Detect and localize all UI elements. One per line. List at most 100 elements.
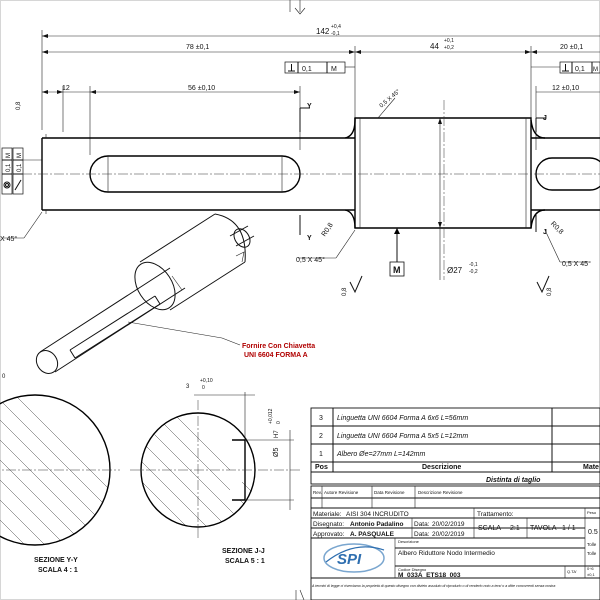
- gdt-left-value: 0,1: [302, 66, 312, 73]
- overall-length-dimension: 142 +0,4 -0,1: [41, 24, 600, 130]
- jj-dia-tol-hi: +0,012: [268, 408, 274, 424]
- left-start-text: 12: [62, 85, 70, 92]
- chamfer-left-text: X 45°: [0, 235, 17, 243]
- gdt-side-value-1: 0,1: [6, 163, 12, 172]
- title-block: Rev. Autore Revisione Data Revisione Des…: [310, 485, 600, 600]
- company-logo-text: SPI: [337, 551, 362, 568]
- gdt-side-frames: 0,1 M 0,1 M: [1, 147, 42, 195]
- tb-sheet: 1 / 1: [562, 525, 576, 532]
- mid-length-text: 44: [430, 42, 439, 51]
- note-line-2: UNI 6604 FORMA A: [244, 352, 308, 359]
- section-mark-j-top: J: [543, 115, 547, 122]
- key-left-text: 56 ±0,10: [188, 85, 215, 92]
- gdt-side-value-2: 0,1: [17, 163, 23, 172]
- left-length-text: 78 ±0,1: [186, 44, 209, 51]
- section-jj-view: 3 +0,10 0 Ø5 H7 +0,012 0 SEZIONE J-J SCA…: [130, 378, 300, 565]
- gdt-side-ref-1: M: [6, 153, 12, 158]
- tb-drawn-date: 20/02/2019: [432, 521, 465, 528]
- bom-title: Distinta di taglio: [486, 477, 541, 484]
- section-jj-title: SEZIONE J-J: [222, 548, 265, 555]
- overall-tol-hi: +0,4: [331, 24, 341, 30]
- datum-m: M: [389, 228, 405, 277]
- radius-right-text: R0,8: [549, 220, 564, 235]
- tb-description: Albero Riduttore Nodo Intermedio: [398, 550, 495, 557]
- section-mark-y-top: Y: [307, 103, 312, 110]
- bom-col-pos: Pos: [315, 464, 328, 471]
- bom-row-1-pos: 3: [319, 415, 323, 422]
- bom-row-3-desc: Albero Øe=27mm L=142mm: [336, 451, 425, 458]
- center-mark-top: [289, 0, 306, 15]
- diameter-dimension: Ø27 -0,1 -0,2: [438, 118, 478, 280]
- company-logo: SPI: [323, 543, 385, 573]
- tb-weight: 0.5: [588, 529, 598, 536]
- tb-scale: 2:1: [510, 525, 520, 532]
- bom-row-1-desc: Linguetta UNI 6604 Forma A 6x6 L=56mm: [337, 415, 468, 422]
- chamfer-right-text: 0,5 X 45°: [562, 260, 591, 268]
- radius-left-text: R0,8: [321, 222, 335, 238]
- keyway-dimensions: 12 56 ±0,10 12 ±0,10: [42, 85, 600, 155]
- gdt-left-ref: M: [331, 66, 337, 73]
- diameter-tol-lo: -0,2: [469, 269, 478, 275]
- shaft-main-view: [22, 100, 600, 280]
- tb-treatment-label: Trattamento:: [477, 511, 514, 518]
- bom-row-2-desc: Linguetta UNI 6604 Forma A 5x5 L=12mm: [337, 433, 468, 440]
- mid-tol-lo: +0,2: [444, 45, 454, 51]
- tb-tol-label: Tolle: [587, 542, 597, 547]
- gdt-right-value: 0,1: [575, 66, 585, 73]
- overall-length-text: 142: [316, 27, 330, 36]
- roughness-1: 0,8: [342, 287, 348, 296]
- tb-drawn-date-label: Data:: [414, 521, 430, 528]
- tb-approved-label: Approvato:: [313, 531, 345, 538]
- chamfer-top-text: 0,5 X 45°: [379, 88, 402, 109]
- note-line-1: Fornire Con Chiavetta: [242, 343, 315, 350]
- bom-row-3-pos: 1: [319, 451, 323, 458]
- chamfer-mid-text: 0,5 X 45°: [296, 256, 325, 264]
- section-yy-view: 0 SEZIONE Y-Y SCALA 4 : 1: [0, 374, 120, 574]
- section-length-dimensions: 78 ±0,1 44 +0,1 +0,2 20 ±0,1: [42, 38, 600, 118]
- key-right-text: 12 ±0,10: [552, 85, 579, 92]
- isometric-shaft: [35, 213, 255, 374]
- tb-code: M_033A_ETS18_003: [398, 572, 461, 579]
- tb-qty-label: Q.TA': [567, 569, 577, 574]
- bom-col-mat: Mate: [583, 464, 599, 471]
- jj-dia: Ø5: [273, 448, 280, 457]
- roughness-symbols: 0,8 0,8 0,8: [16, 101, 553, 296]
- gdt-perpendicularity-left: 0,1 M: [284, 61, 355, 74]
- tb-approved-date: 20/02/2019: [432, 531, 465, 538]
- tb-code-label: Codice Disegno: [398, 567, 427, 572]
- gdt-right-ref: M: [593, 67, 598, 73]
- center-mark-bottom: [295, 589, 305, 600]
- right-length-text: 20 ±0,1: [560, 44, 583, 51]
- section-mark-j-bottom: J: [543, 229, 547, 236]
- tb-rev-desc-label: Descrizione Revisione: [418, 490, 463, 495]
- roughness-2: 0,8: [547, 287, 553, 296]
- jj-depth-tol-lo: 0: [202, 385, 205, 391]
- chamfer-callouts: X 45° 0,5 X 45° 0,5 X 45° 0,5 X 45° R0,8…: [0, 88, 591, 268]
- tb-desc-label: Descrizione: [398, 539, 420, 544]
- jj-depth: 3: [186, 384, 190, 390]
- datum-m-text: M: [393, 265, 401, 275]
- diameter-tol-hi: -0,1: [469, 262, 478, 268]
- tb-tol-value: ±0,1: [587, 572, 596, 577]
- tb-scale-label: SCALA: [478, 525, 501, 532]
- tb-tol2-label: Tolle: [587, 551, 597, 556]
- jj-depth-tol-hi: +0,10: [200, 378, 213, 384]
- roughness-3: 0,8: [16, 101, 22, 110]
- section-yy-scale: SCALA 4 : 1: [38, 567, 78, 574]
- jj-dia-tol: H7: [274, 430, 280, 438]
- gdt-side-ref-2: M: [17, 153, 23, 158]
- jj-dia-tol-lo: 0: [276, 421, 282, 424]
- bom-row-2-pos: 2: [319, 433, 323, 440]
- tb-drawn: Antonio Padalino: [350, 521, 403, 528]
- tb-material-label: Materiale:: [313, 511, 342, 518]
- tb-rev-date-label: Data Revisione: [374, 490, 405, 495]
- supply-note: Fornire Con Chiavetta UNI 6604 FORMA A: [127, 321, 315, 359]
- tb-rev-author-label: Autore Revisione: [324, 490, 359, 495]
- gdt-perpendicularity-right: 0,1 M: [531, 61, 600, 74]
- section-yy-mark: 0: [2, 374, 6, 380]
- mid-tol-hi: +0,1: [444, 38, 454, 44]
- tb-drawn-label: Disegnato:: [313, 521, 344, 528]
- bom-col-desc: Descrizione: [422, 464, 461, 471]
- tb-approved: A. PASQUALE: [350, 531, 395, 538]
